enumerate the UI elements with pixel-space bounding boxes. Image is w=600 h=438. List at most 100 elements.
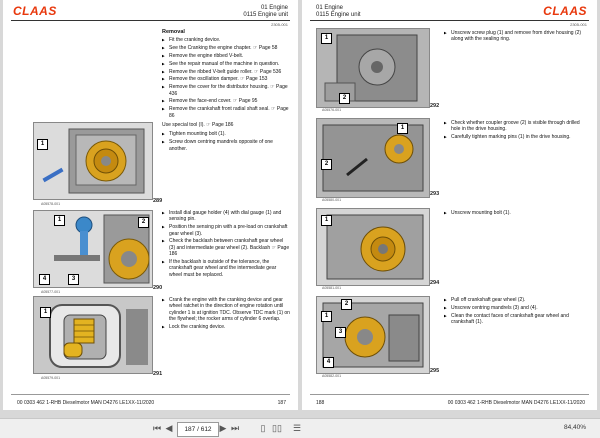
- footer-document-id: 00 0303 462 1-RHB Dieselmotor MAN D4276 …: [17, 400, 155, 406]
- instruction-step: Remove the ribbed V-belt guide roller. ☞…: [162, 69, 290, 76]
- instruction-step: Remove the crankshaft front radial shaft…: [162, 106, 290, 119]
- figure-number-291: 291: [153, 371, 163, 377]
- callout-1: 1: [37, 139, 48, 150]
- figure-number-290: 290: [153, 285, 163, 291]
- figure-number-292: 292: [430, 103, 440, 109]
- steps-293: Check whether coupler groove (2) is visi…: [444, 120, 584, 141]
- last-page-icon[interactable]: ⏭: [230, 423, 240, 433]
- footer-document-id: 00 0303 462 1-RHB Dieselmotor MAN D4276 …: [447, 400, 585, 406]
- footer-page-number: 188: [316, 400, 325, 406]
- instruction-step: Install dial gauge holder (4) with dial …: [162, 210, 290, 223]
- header-chapter: 01 Engine: [260, 5, 288, 11]
- instruction-step: Fit the cranking device.: [162, 37, 290, 44]
- removal-block: Removal Fit the cranking device.See the …: [162, 29, 290, 120]
- left-page: CLAAS 01 Engine 0115 Engine unit 2305-00…: [3, 0, 298, 410]
- instruction-step: Check the backlash between crankshaft ge…: [162, 238, 290, 257]
- steps-291: Crank the engine with the cranking devic…: [162, 297, 290, 331]
- figure-number-294: 294: [430, 280, 440, 286]
- instruction-step: Screw down centring mandrels opposite of…: [162, 139, 290, 152]
- instruction-step: Carefully tighten marking pins (1) in th…: [444, 134, 584, 141]
- steps-290-block: Install dial gauge holder (4) with dial …: [162, 210, 290, 280]
- continuous-view-icon[interactable]: ☰: [292, 423, 302, 433]
- steps-295-block: Pull off crankshaft gear wheel (2).Unscr…: [444, 297, 584, 327]
- figure-293: 1 2: [316, 118, 430, 198]
- callout-1: 1: [321, 215, 332, 226]
- instruction-step: Check whether coupler groove (2) is visi…: [444, 120, 584, 133]
- instruction-step: Unscrew screw plug (1) and remove from d…: [444, 30, 584, 43]
- callout-1: 1: [397, 123, 408, 134]
- drive-housing-illustration: [317, 29, 429, 107]
- instruction-step: Unscrew mounting bolt (1).: [444, 210, 584, 217]
- instruction-step: See the repair manual of the machine in …: [162, 61, 290, 68]
- callout-1: 1: [321, 311, 332, 322]
- removal-title: Removal: [162, 29, 185, 35]
- callout-2: 2: [138, 217, 149, 228]
- figure-294: 1: [316, 208, 430, 286]
- engine-crankshaft-illustration: [34, 123, 152, 199]
- instruction-step: Tighten mounting bolt (1).: [162, 131, 290, 138]
- special-tool-line: Use special tool (I). ☞ Page 186: [162, 122, 234, 128]
- figure-code-289: A05578-001: [41, 202, 61, 206]
- callout-1: 1: [321, 33, 332, 44]
- callout-3: 3: [68, 274, 79, 285]
- steps-294: Unscrew mounting bolt (1).: [444, 210, 584, 217]
- header-chapter: 01 Engine: [316, 5, 344, 11]
- instruction-step: Clean the contact faces of crankshaft ge…: [444, 313, 584, 326]
- claas-logo: CLAAS: [13, 4, 57, 18]
- header-code: 2305-001: [570, 22, 587, 27]
- header-rule: [310, 20, 589, 21]
- figure-code-291: A05579-001: [41, 376, 61, 380]
- instruction-step: Remove the face-end cover. ☞ Page 95: [162, 98, 290, 105]
- next-page-icon[interactable]: ▶: [219, 423, 227, 433]
- removal-list: Fit the cranking device.See the Cranking…: [162, 37, 290, 119]
- single-page-view-icon[interactable]: ▯: [260, 423, 266, 433]
- figure-code-294: A05581-001: [322, 286, 342, 290]
- instruction-step: If the backlash is outside of the tolera…: [162, 259, 290, 278]
- callout-4: 4: [39, 274, 50, 285]
- steps-289: Tighten mounting bolt (1).Screw down cen…: [162, 131, 290, 152]
- instruction-step: Remove the engine ribbed V-belt.: [162, 53, 290, 60]
- previous-page-icon[interactable]: ◀: [165, 423, 173, 433]
- mounting-bolt-illustration: [317, 209, 429, 285]
- instruction-step: Pull off crankshaft gear wheel (2).: [444, 297, 584, 304]
- figure-code-292: A05576-001: [322, 108, 342, 112]
- footer-rule: [11, 394, 290, 395]
- flywheel-tdc-illustration: [34, 297, 152, 373]
- right-page: 01 Engine 0115 Engine unit CLAAS 2305-00…: [302, 0, 597, 410]
- figure-number-289: 289: [153, 198, 163, 204]
- coupler-groove-illustration: [317, 119, 429, 197]
- callout-4: 4: [323, 357, 334, 368]
- steps-292: Unscrew screw plug (1) and remove from d…: [444, 30, 584, 43]
- pdf-viewer-toolbar: ⏮ ◀ ▶ ⏭ ▯ ▯▯ ☰ 84,40%: [0, 418, 600, 438]
- steps-293-block: Check whether coupler groove (2) is visi…: [444, 120, 584, 142]
- figure-292: 1 2: [316, 28, 430, 108]
- callout-1: 1: [54, 215, 65, 226]
- instruction-step: Position the sensing pin with a pre-load…: [162, 224, 290, 237]
- figure-289: 1: [33, 122, 153, 200]
- page-number-input[interactable]: [177, 422, 219, 437]
- instruction-step: Crank the engine with the cranking devic…: [162, 297, 290, 323]
- two-page-view-icon[interactable]: ▯▯: [272, 423, 282, 433]
- zoom-level[interactable]: 84,40%: [563, 424, 586, 431]
- figure-code-293: A05580-001: [322, 198, 342, 202]
- instruction-step: See the Cranking the engine chapter. ☞ P…: [162, 45, 290, 52]
- header-section: 0115 Engine unit: [316, 12, 361, 18]
- figure-291: 1: [33, 296, 153, 374]
- claas-logo: CLAAS: [543, 4, 587, 18]
- steps-292-block: Unscrew screw plug (1) and remove from d…: [444, 30, 584, 44]
- footer-rule: [310, 394, 589, 395]
- special-tool-text: Use special tool (I). ☞ Page 186 Tighten…: [162, 122, 290, 153]
- callout-2: 2: [321, 159, 332, 170]
- footer-page-number: 187: [277, 400, 286, 406]
- instruction-step: Unscrew centring mandrels (3) and (4).: [444, 305, 584, 312]
- right-header: 01 Engine 0115 Engine unit: [316, 5, 361, 19]
- header-code: 2305-001: [271, 22, 288, 27]
- first-page-icon[interactable]: ⏮: [152, 423, 162, 433]
- figure-number-293: 293: [430, 191, 440, 197]
- steps-294-block: Unscrew mounting bolt (1).: [444, 210, 584, 218]
- dial-gauge-illustration: [34, 211, 152, 287]
- figure-code-295: A05582-001: [322, 374, 342, 378]
- steps-291-block: Crank the engine with the cranking devic…: [162, 297, 290, 332]
- instruction-step: Lock the cranking device.: [162, 324, 290, 331]
- callout-2: 2: [339, 93, 350, 104]
